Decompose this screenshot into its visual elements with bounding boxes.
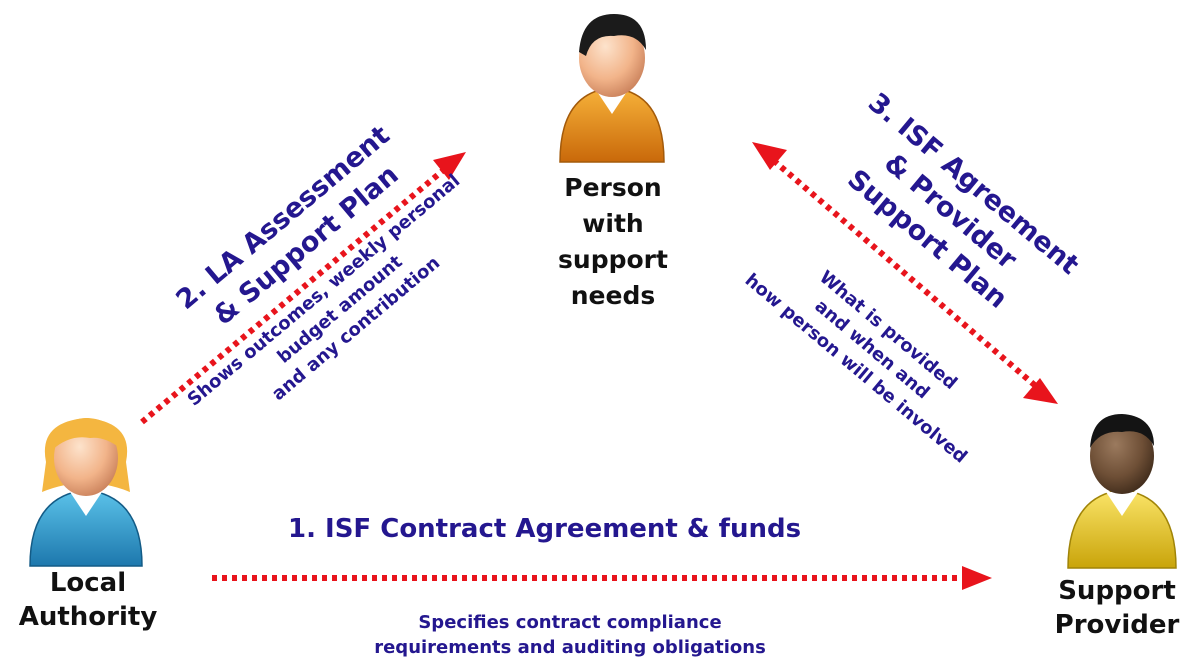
person-center-icon — [559, 14, 665, 163]
person-right-line2: Provider — [1054, 610, 1180, 640]
contract-detail-line2: requirements and auditing obligations — [374, 637, 766, 658]
person-center-line4: needs — [570, 281, 656, 310]
person-right-icon — [1067, 414, 1177, 569]
person-center-line3: support — [558, 245, 668, 274]
person-left-line2: Authority — [18, 602, 158, 632]
person-right-label: Support Provider — [1036, 574, 1198, 642]
person-center-line2: with — [582, 209, 644, 238]
arrow-assessment — [140, 152, 466, 425]
contract-detail-line1: Specifies contract compliance — [418, 612, 722, 633]
person-left-label: Local Authority — [0, 566, 176, 634]
person-center-line1: Person — [564, 173, 662, 202]
person-center-label: Person with support needs — [548, 170, 678, 314]
arrow-contract — [212, 566, 992, 590]
contract-title: 1. ISF Contract Agreement & funds — [288, 514, 802, 544]
person-left-icon — [29, 418, 143, 567]
person-left-line1: Local — [49, 568, 127, 598]
person-right-line1: Support — [1058, 576, 1176, 606]
contract-detail: Specifies contract compliance requiremen… — [300, 610, 840, 660]
arrow-agreement — [752, 142, 1058, 404]
